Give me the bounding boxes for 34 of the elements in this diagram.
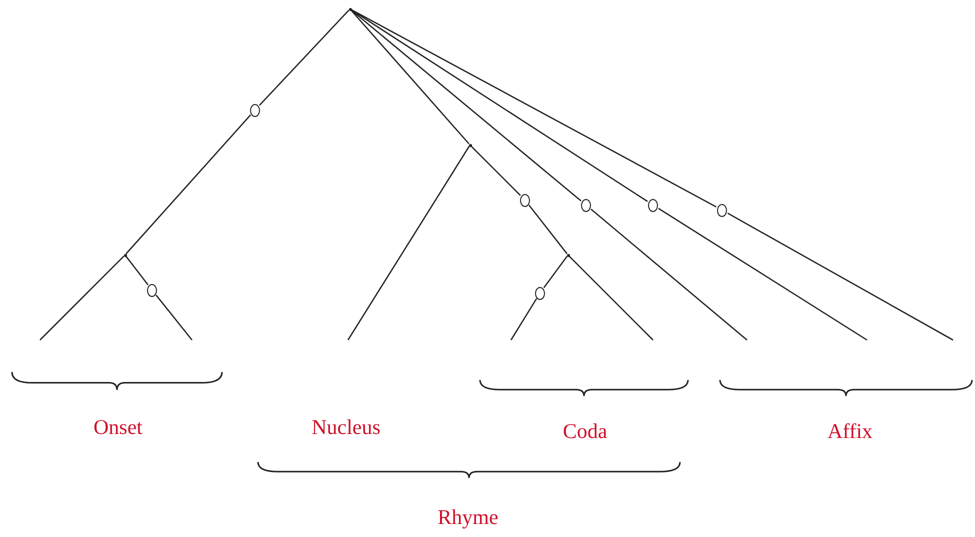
constituent-label: Rhyme <box>438 507 498 528</box>
branch-line <box>658 208 868 341</box>
branch-point <box>348 8 352 10</box>
branch-line <box>156 294 192 340</box>
branch-circle <box>250 104 260 116</box>
branch-circle <box>648 198 658 212</box>
branch-point <box>124 254 126 256</box>
branch-circle <box>147 284 157 296</box>
constituent-label: Nucleus <box>312 417 380 438</box>
branch-line <box>347 146 470 340</box>
branch-line <box>125 256 149 286</box>
branch-point <box>566 254 570 256</box>
branch-circle <box>717 204 727 216</box>
branch-line <box>258 10 350 106</box>
branch-point <box>468 144 472 146</box>
constituent-label: Affix <box>827 421 873 442</box>
branch-line <box>543 256 568 288</box>
branch-line <box>126 114 252 254</box>
branch-line <box>470 146 521 196</box>
branch-circle <box>535 286 545 300</box>
branch-line <box>590 208 748 340</box>
branch-line <box>351 9 717 208</box>
branch-line <box>40 256 124 340</box>
constituent-label: Onset <box>94 417 142 438</box>
branch-line <box>510 298 538 340</box>
branch-line <box>727 212 954 341</box>
branch-line <box>350 9 582 202</box>
branch-circle <box>581 198 591 212</box>
branch-line <box>350 10 470 144</box>
constituent-label: Coda <box>562 421 608 442</box>
branch-circle <box>520 194 530 206</box>
branch-line <box>528 204 568 254</box>
branch-line <box>350 9 648 202</box>
branch-line <box>568 256 654 340</box>
